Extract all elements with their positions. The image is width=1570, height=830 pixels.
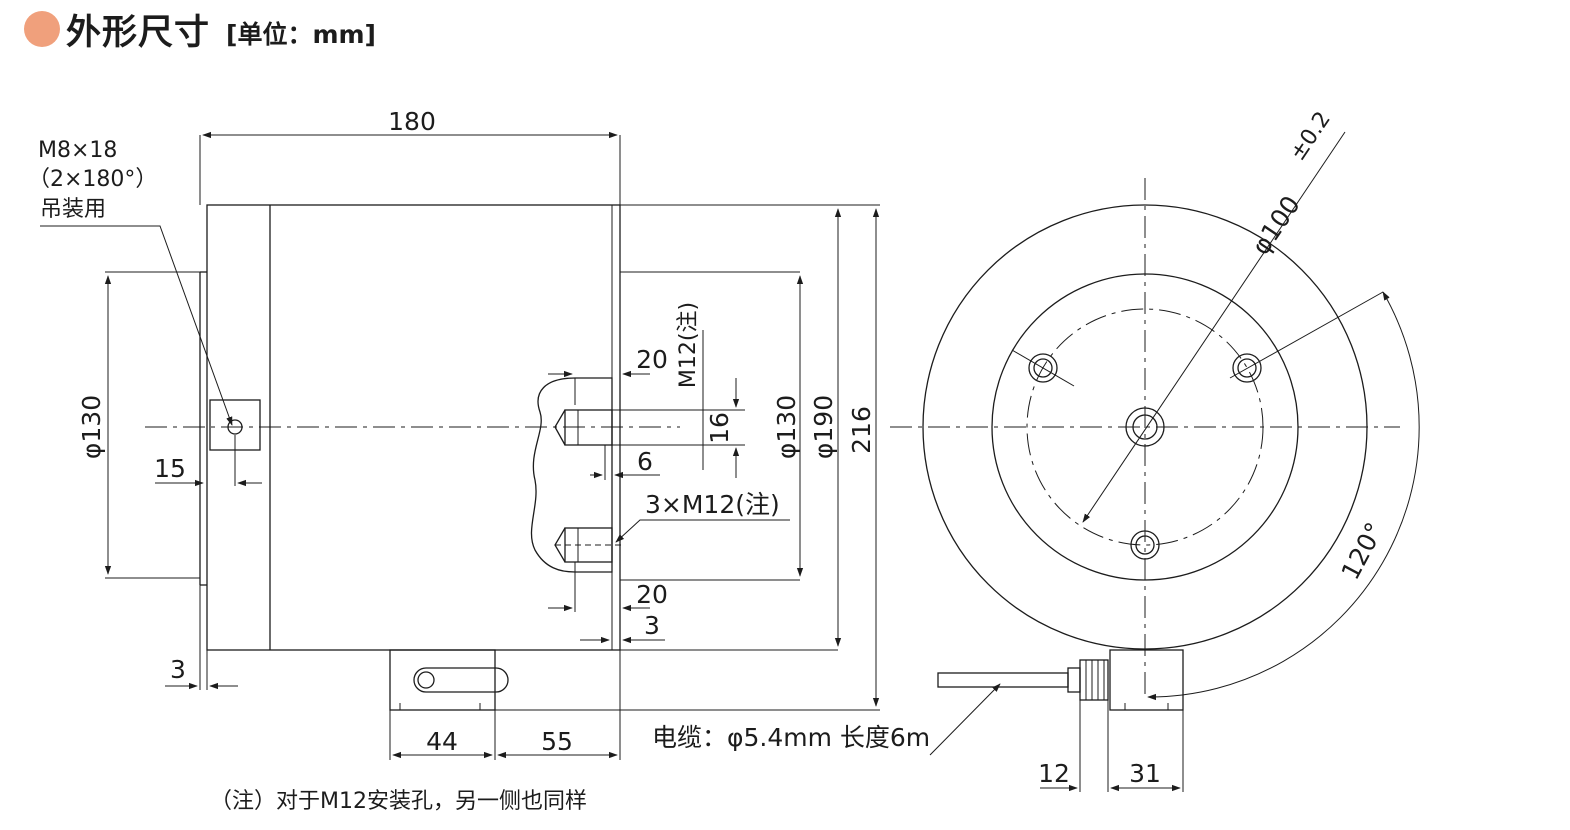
cable-label: 电缆：φ5.4mm 长度6m (652, 723, 930, 752)
front-view (890, 178, 1400, 711)
dim-216: 216 (847, 406, 876, 454)
dim-120deg: 120° (1336, 518, 1390, 585)
dim-15: 15 (154, 454, 186, 483)
dim-phi100: φ100 (1246, 191, 1306, 260)
side-view-dimensions: 180 M8×18 （2×180°） 吊装用 φ130 15 3 20 M12(… (28, 107, 1001, 760)
m12-note-vertical: M12(注) (676, 302, 701, 388)
dim-20-top: 20 (636, 345, 668, 374)
unit-label: [单位：mm] (226, 20, 376, 49)
cutaway-section (530, 377, 613, 573)
holes-3xm12-label: 3×M12(注) (645, 490, 780, 519)
dim-180: 180 (388, 107, 436, 136)
front-base (1109, 649, 1184, 711)
dim-phi130-left: φ130 (77, 395, 106, 459)
dim-3-right: 3 (644, 611, 660, 640)
footnote: （注）对于M12安装孔，另一侧也同样 (210, 789, 587, 814)
front-view-dimensions: φ100 ±0.2 120° 12 31 (1038, 107, 1420, 792)
side-view (145, 204, 838, 711)
bolt-hole-left (1011, 349, 1075, 387)
bolt-hole-right (1229, 291, 1384, 383)
lifting-use-label: 吊装用 (40, 197, 106, 222)
dim-phi130-mid: φ130 (772, 395, 801, 459)
lifting-thread-label: M8×18 (38, 138, 117, 163)
dim-44: 44 (426, 727, 458, 756)
dim-20-bottom: 20 (636, 580, 668, 609)
base-block (389, 649, 496, 711)
lifting-count-label: （2×180°） (28, 167, 157, 192)
dim-31: 31 (1129, 759, 1161, 788)
cable (937, 672, 1069, 688)
dim-16: 16 (705, 412, 734, 444)
dim-6: 6 (637, 447, 653, 476)
dim-3-left: 3 (170, 655, 186, 684)
angle-arc (1147, 291, 1420, 701)
orange-bullet-icon (24, 11, 60, 47)
section-title: 外形尺寸 (66, 12, 211, 53)
dim-55: 55 (541, 727, 573, 756)
dim-12: 12 (1038, 759, 1070, 788)
section-header: 外形尺寸 [单位：mm] (24, 4, 376, 54)
dim-phi190: φ190 (809, 395, 838, 459)
